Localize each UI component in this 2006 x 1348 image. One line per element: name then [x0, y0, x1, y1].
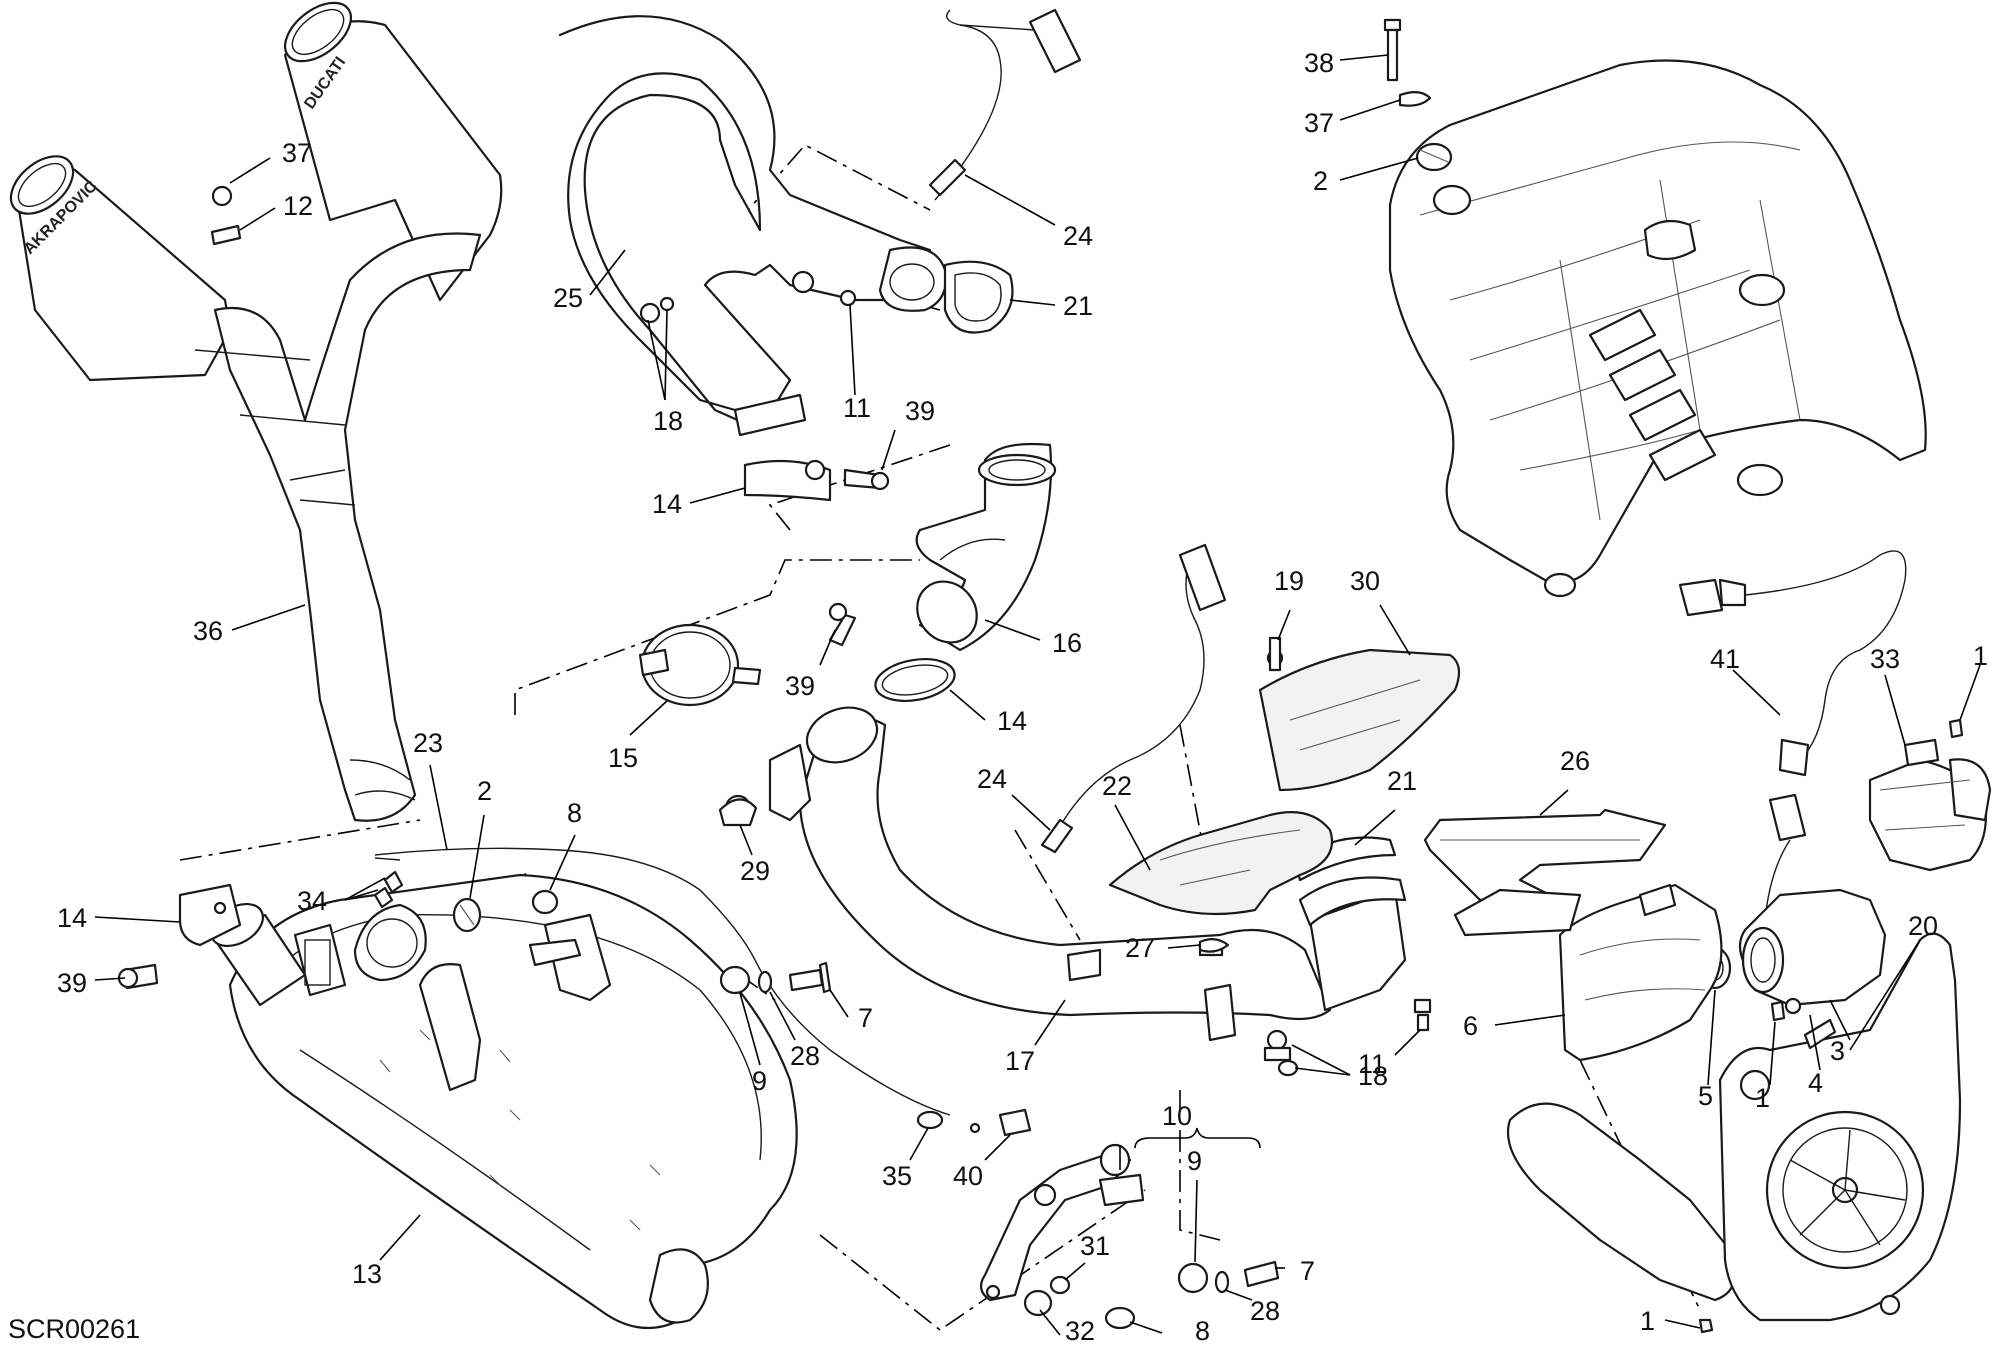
callout-7: 7: [858, 1003, 873, 1033]
callout-21: 21: [1063, 291, 1093, 321]
mid-pipe-elbow: [915, 442, 1057, 652]
small-fasteners-upper: [639, 289, 857, 324]
callout-24: 24: [1063, 221, 1093, 251]
callout-39: 39: [57, 968, 87, 998]
callout-29: 29: [740, 856, 770, 886]
callout-7: 7: [1300, 1256, 1315, 1286]
header-pipe-lower: [718, 706, 1407, 1062]
callout-30: 30: [1350, 566, 1380, 596]
callout-labels: 37 12 36 25 18 11 39 14 24 21 16 39 14 1…: [57, 48, 1988, 1346]
callout-28: 28: [1250, 1296, 1280, 1326]
callout-10: 10: [1162, 1101, 1192, 1131]
oxygen-sensor-41: [1678, 550, 1907, 921]
callout-14: 14: [57, 903, 87, 933]
callout-15: 15: [608, 743, 638, 773]
callout-41: 41: [1710, 644, 1740, 674]
large-heat-shield: [1388, 59, 1927, 598]
callout-9: 9: [1187, 1146, 1202, 1176]
callout-39: 39: [905, 396, 935, 426]
callout-3: 3: [1830, 1036, 1845, 1066]
heat-shield-30: [1258, 648, 1461, 792]
heat-shield-fasteners: [1383, 18, 1453, 172]
main-silencer-13: [210, 873, 798, 1330]
callout-14: 14: [997, 706, 1027, 736]
callout-36: 36: [193, 616, 223, 646]
insulator-panel-26: [1423, 808, 1667, 937]
callout-14: 14: [652, 489, 682, 519]
callout-38: 38: [1304, 48, 1334, 78]
exhaust-valve-actuator: [1698, 718, 1992, 1022]
callout-19: 19: [1274, 566, 1304, 596]
callout-32: 32: [1065, 1316, 1095, 1346]
callout-8: 8: [1195, 1316, 1210, 1346]
callout-20: 20: [1908, 911, 1938, 941]
callout-1: 1: [1973, 641, 1988, 671]
callout-18: 18: [1358, 1061, 1388, 1091]
oxygen-sensor-upper: [928, 8, 1082, 201]
callout-11: 11: [843, 393, 871, 423]
heat-shield-22: [1108, 811, 1334, 916]
callout-8: 8: [567, 798, 582, 828]
callout-22: 22: [1102, 771, 1132, 801]
leader-lines: [94, 54, 1981, 1336]
clamp-15: [638, 623, 762, 707]
callout-13: 13: [352, 1259, 382, 1289]
clamp-upper: [743, 459, 890, 502]
callout-39: 39: [785, 671, 815, 701]
clamp-left: [117, 883, 242, 990]
callout-31: 31: [1080, 1231, 1110, 1261]
clip-27: [1198, 938, 1230, 953]
callout-9: 9: [752, 1066, 767, 1096]
header-pipe-upper: [558, 15, 947, 437]
twin-muffler-assembly: DUCATI AKRAPOVIC: [9, 1, 503, 822]
gasket-upper: [943, 260, 1014, 334]
callout-40: 40: [953, 1161, 983, 1191]
callout-4: 4: [1808, 1068, 1823, 1098]
callout-35: 35: [882, 1161, 912, 1191]
actuator-cover-6: [1558, 883, 1723, 1062]
callout-5: 5: [1698, 1081, 1713, 1111]
callout-2: 2: [1313, 166, 1328, 196]
valve-cable: [374, 847, 981, 1134]
callout-28: 28: [790, 1041, 820, 1071]
callout-34: 34: [297, 886, 327, 916]
callout-2: 2: [477, 776, 492, 806]
callout-12: 12: [283, 191, 313, 221]
callout-37: 37: [282, 138, 312, 168]
callout-16: 16: [1052, 628, 1082, 658]
callout-17: 17: [1005, 1046, 1035, 1076]
callout-21: 21: [1387, 766, 1417, 796]
fan-bracket-assembly-20: [1506, 932, 1962, 1334]
callout-11: 11: [1358, 1049, 1386, 1079]
drawing-code: SCR00261: [8, 1314, 140, 1344]
callout-37: 37: [1304, 108, 1334, 138]
callout-23: 23: [413, 728, 443, 758]
callout-1: 1: [1640, 1306, 1655, 1336]
callout-24: 24: [977, 764, 1007, 794]
clamp-mid: [828, 602, 956, 702]
small-fasteners-lower: [1277, 1013, 1430, 1077]
callout-25: 25: [553, 283, 583, 313]
callout-26: 26: [1560, 746, 1590, 776]
silencer-bracket-10: [979, 1143, 1280, 1330]
callout-6: 6: [1463, 1011, 1478, 1041]
callout-1: 1: [1755, 1083, 1770, 1113]
fasteners-left-group: [373, 870, 559, 933]
callout-18: 18: [653, 406, 683, 436]
callout-33: 33: [1870, 644, 1900, 674]
y-link-pipe: [213, 232, 482, 822]
callout-27: 27: [1125, 933, 1155, 963]
